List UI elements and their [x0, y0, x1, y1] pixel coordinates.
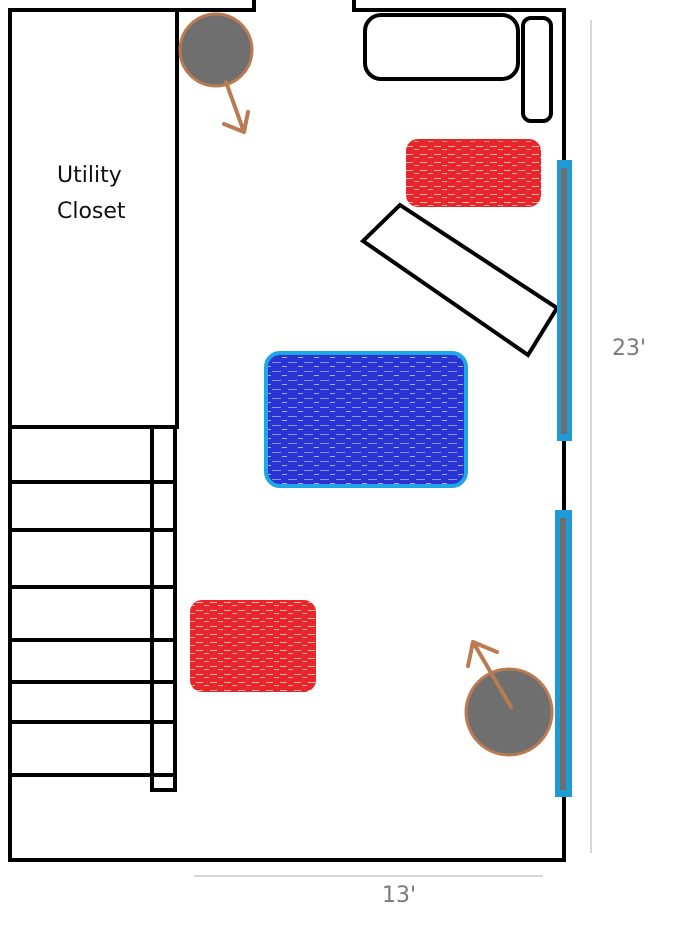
- bathtub: [363, 13, 520, 81]
- utility-closet: [8, 8, 179, 429]
- floor-lamp-icon: [464, 640, 554, 757]
- floor-lamp-icon: [178, 12, 254, 134]
- direction-arrow-icon: [222, 80, 250, 134]
- red-rug-top: [406, 139, 541, 207]
- red-rug-bottom: [190, 600, 316, 692]
- staircase: [8, 427, 177, 792]
- stair-rail: [150, 427, 177, 792]
- closet-label-line2: Closet: [57, 199, 126, 224]
- windows: [555, 160, 572, 797]
- closet-label-line1: Utility: [57, 163, 122, 188]
- height-dimension-label: 23': [612, 336, 646, 361]
- direction-arrow-icon: [466, 640, 513, 709]
- angled-bench: [359, 202, 560, 358]
- window-upper-core: [561, 168, 567, 434]
- width-dimension-label: 13': [382, 883, 416, 908]
- tall-cabinet: [521, 16, 553, 123]
- window-lower-core: [560, 518, 566, 790]
- blue-rug: [264, 351, 468, 488]
